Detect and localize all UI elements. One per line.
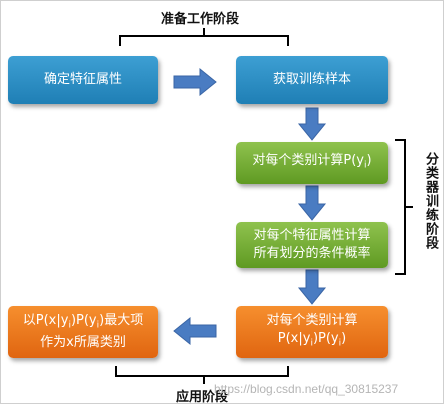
compute-text-2: P(x|yi)P(yi): [277, 330, 347, 349]
compute-text-1: 对每个类别计算: [266, 312, 358, 328]
arrow-down-icon: [297, 107, 327, 141]
train-bracket: [395, 139, 413, 275]
compute-box: 对每个类别计算 P(x|yi)P(yi): [236, 306, 388, 358]
get-samples-box: 获取训练样本: [236, 56, 388, 104]
determine-features-text: 确定特征属性: [43, 72, 122, 87]
arrow-right-icon: [173, 67, 217, 97]
arrow-down-icon: [297, 185, 327, 221]
result-box: 以P(x|yi)P(yi)最大项 作为x所属类别: [8, 306, 158, 358]
arrow-down-icon: [297, 269, 327, 305]
result-text-2: 作为x所属类别: [40, 335, 126, 351]
apply-bracket: [115, 366, 289, 384]
get-samples-text: 获取训练样本: [272, 72, 351, 87]
determine-features-box: 确定特征属性: [8, 56, 158, 104]
cond-prob-text-2: 所有划分的条件概率: [253, 246, 371, 261]
apply-stage-label: 应用阶段: [176, 390, 229, 405]
arrow-left-icon: [173, 316, 217, 346]
prep-bracket: [119, 28, 289, 46]
class-prob-box: 对每个类别计算P(yi): [236, 142, 388, 184]
train-stage-label: 分类器训练阶段: [423, 152, 438, 250]
watermark-text: https://blog.csdn.net/qq_30815237: [214, 382, 399, 396]
prep-stage-label: 准备工作阶段: [161, 12, 240, 27]
class-prob-text: 对每个类别计算P(yi): [252, 152, 372, 171]
cond-prob-box: 对每个特征属性计算 所有划分的条件概率: [236, 222, 388, 268]
result-text-1: 以P(x|yi)P(yi)最大项: [22, 312, 144, 331]
cond-prob-text-1: 对每个特征属性计算: [253, 228, 371, 243]
